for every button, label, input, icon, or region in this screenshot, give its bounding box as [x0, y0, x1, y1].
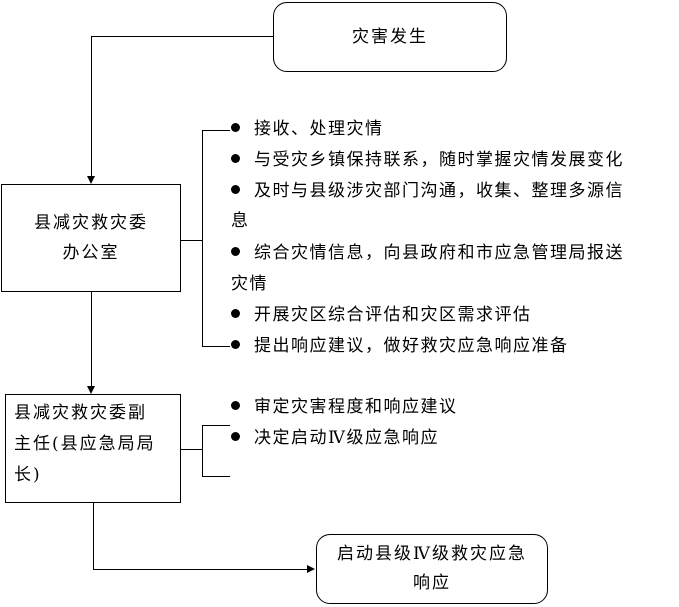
office-label-line2: 办公室: [62, 243, 120, 263]
connector-line: [91, 292, 92, 386]
office-task-item: 接收、处理灾情: [231, 114, 384, 145]
disaster-office-node: 县减灾救灾委 办公室: [1, 184, 181, 292]
arrow-right-icon: [307, 565, 315, 573]
bullet-dot-icon: [231, 154, 240, 163]
connector-line: [91, 36, 273, 37]
director-label-line2: 主任(县应急局局: [14, 434, 156, 454]
disaster-occurs-node: 灾害发生: [273, 2, 507, 72]
bracket-line: [202, 130, 203, 346]
director-label-line3: 长): [14, 465, 42, 485]
office-task-item: 及时与县级涉灾部门沟通，收集、整理多源信: [231, 176, 624, 207]
connector-line: [91, 36, 92, 176]
office-task-item: 综合灾情信息，向县政府和市应急管理局报送: [231, 238, 624, 269]
bullet-dot-icon: [231, 123, 240, 132]
office-label-line1: 县减灾救灾委: [34, 213, 148, 233]
bracket-line: [202, 425, 203, 477]
bullet-dot-icon: [231, 309, 240, 318]
deputy-director-node: 县减灾救灾委副 主任(县应急局局 长): [5, 394, 181, 503]
office-task-wrap: 息: [231, 211, 250, 231]
bracket-line: [202, 130, 230, 131]
disaster-occurs-label: 灾害发生: [352, 27, 428, 47]
director-task-item: 审定灾害程度和响应建议: [231, 392, 458, 423]
arrow-down-icon: [87, 176, 95, 184]
bullet-dot-icon: [231, 340, 240, 349]
bullet-dot-icon: [231, 432, 240, 441]
bullet-dot-icon: [231, 185, 240, 194]
director-task-item: 决定启动Ⅳ级应急响应: [231, 423, 439, 454]
arrow-down-icon: [87, 386, 95, 394]
office-task-wrap: 灾情: [231, 274, 268, 294]
bracket-line: [181, 449, 203, 450]
bracket-line: [202, 476, 230, 477]
director-label-line1: 县减灾救灾委副: [14, 403, 147, 423]
bracket-line: [202, 425, 230, 426]
office-task-item: 与受灾乡镇保持联系，随时掌握灾情发展变化: [231, 145, 624, 176]
bracket-line: [202, 346, 230, 347]
connector-line: [93, 569, 307, 570]
launch-label-line1: 启动县级Ⅳ级救灾应急: [337, 544, 527, 564]
connector-line: [93, 503, 94, 569]
bullet-dot-icon: [231, 247, 240, 256]
launch-response-node: 启动县级Ⅳ级救灾应急 响应: [316, 534, 548, 604]
office-task-item: 提出响应建议，做好救灾应急响应准备: [231, 331, 569, 362]
office-task-item: 开展灾区综合评估和灾区需求评估: [231, 300, 532, 331]
bullet-dot-icon: [231, 401, 240, 410]
launch-label-line2: 响应: [413, 573, 451, 593]
bracket-line: [181, 240, 203, 241]
